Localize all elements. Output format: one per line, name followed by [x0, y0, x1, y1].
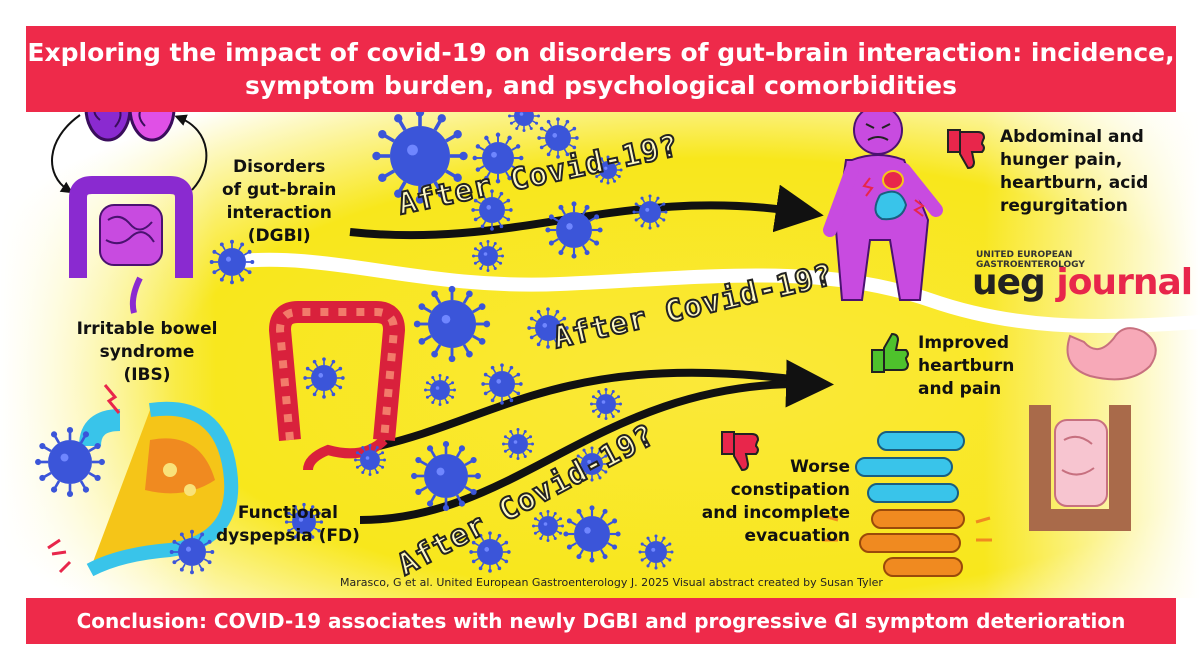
- virus-icon: [545, 201, 603, 259]
- title-line-1: Exploring the impact of covid-19 on diso…: [27, 38, 1175, 67]
- stomach-icon: [47, 384, 239, 577]
- virus-icon: [209, 239, 255, 285]
- pink-stomach-icon: [1029, 327, 1157, 531]
- colon-icon: [69, 176, 193, 314]
- label-dgbi-3: interaction: [226, 203, 332, 223]
- virus-icon: [472, 240, 504, 272]
- virus-icon: [574, 446, 610, 482]
- virus-icon: [527, 307, 569, 349]
- outcome-worse: Worse constipation and incomplete evacua…: [690, 456, 850, 548]
- label-dgbi: Disorders of gut-brain interaction (DGBI…: [222, 156, 336, 248]
- outcome-dgbi-3: heartburn, acid: [1000, 173, 1149, 193]
- outcome-improved-2: heartburn: [918, 356, 1015, 376]
- label-ibs-3: (IBS): [123, 365, 171, 385]
- logo-journal: journal: [1044, 262, 1193, 303]
- outcome-improved: Improved heartburn and pain: [918, 332, 1014, 401]
- conclusion-banner: Conclusion: COVID-19 associates with new…: [26, 598, 1176, 644]
- virus-icon: [424, 374, 456, 406]
- virus-icon: [303, 357, 345, 399]
- intestine-icon: [822, 431, 992, 577]
- logo-ueg: ueg: [972, 262, 1046, 303]
- label-dgbi-2: of gut-brain: [222, 180, 337, 200]
- outcome-dgbi-1: Abdominal and: [1000, 127, 1144, 147]
- virus-icon: [372, 108, 468, 204]
- outcome-dgbi-2: hunger pain,: [1000, 150, 1123, 170]
- label-fd: Functional dyspepsia (FD): [216, 502, 360, 548]
- ueg-logo-line-2: GASTROENTEROLOGY: [976, 260, 1085, 270]
- label-ibs: Irritable bowel syndrome (IBS): [60, 318, 234, 387]
- virus-icon: [632, 194, 668, 230]
- ueg-journal-logo: ueg journal: [972, 262, 1193, 303]
- virus-icon: [638, 534, 674, 570]
- outcome-improved-1: Improved: [918, 333, 1010, 353]
- virus-icon: [563, 505, 621, 563]
- virus-icon: [590, 388, 622, 420]
- gut-brain-arrow-left: [51, 114, 81, 194]
- outcome-worse-2: constipation: [730, 480, 850, 500]
- wave-divider: [229, 252, 1200, 334]
- label-fd-1: Functional: [237, 503, 338, 523]
- title-line-2: symptom burden, and psychological comorb…: [244, 71, 957, 100]
- ueg-logo-small: UNITED EUROPEAN GASTROENTEROLOGY: [976, 250, 1085, 270]
- virus-icon: [284, 502, 324, 542]
- thumbs-down-icon-2: [721, 431, 760, 472]
- virus-icon: [532, 510, 564, 542]
- arrow-fd: [359, 359, 834, 524]
- virus-icon: [469, 531, 511, 573]
- label-ibs-1: Irritable bowel: [76, 319, 218, 339]
- virus-icon: [169, 529, 215, 575]
- title-banner: Exploring the impact of covid-19 on diso…: [26, 26, 1176, 112]
- virus-icon: [413, 285, 491, 363]
- label-ibs-2: syndrome: [99, 342, 195, 362]
- outcome-improved-3: and pain: [918, 379, 1002, 399]
- person-pain-icon: [823, 105, 943, 301]
- colon-red-icon: [269, 301, 405, 471]
- virus-icon: [411, 441, 481, 511]
- thumbs-up-icon: [871, 332, 910, 373]
- ueg-logo-line-1: UNITED EUROPEAN: [976, 250, 1073, 260]
- label-dgbi-4: (DGBI): [247, 226, 311, 246]
- outcome-worse-3: and incomplete: [701, 503, 850, 523]
- gut-brain-arrow-right: [174, 114, 208, 191]
- virus-icon: [35, 427, 105, 497]
- label-dgbi-1: Disorders: [233, 157, 326, 177]
- outcome-worse-1: Worse: [790, 457, 850, 477]
- outcome-dgbi: Abdominal and hunger pain, heartburn, ac…: [1000, 126, 1148, 218]
- virus-icon: [502, 428, 534, 460]
- thumbs-down-icon: [947, 129, 986, 170]
- virus-icon: [472, 132, 524, 184]
- virus-icon: [537, 117, 579, 159]
- virus-icon: [593, 155, 623, 185]
- outcome-dgbi-4: regurgitation: [1000, 196, 1128, 216]
- label-fd-2: dyspepsia (FD): [216, 526, 360, 546]
- virus-icon: [481, 363, 523, 405]
- outcome-worse-4: evacuation: [744, 526, 850, 546]
- virus-icon: [354, 444, 386, 476]
- virus-icon: [471, 189, 513, 231]
- credit-line: Marasco, G et al. United European Gastro…: [340, 576, 883, 589]
- arrow-ibs: [369, 368, 801, 452]
